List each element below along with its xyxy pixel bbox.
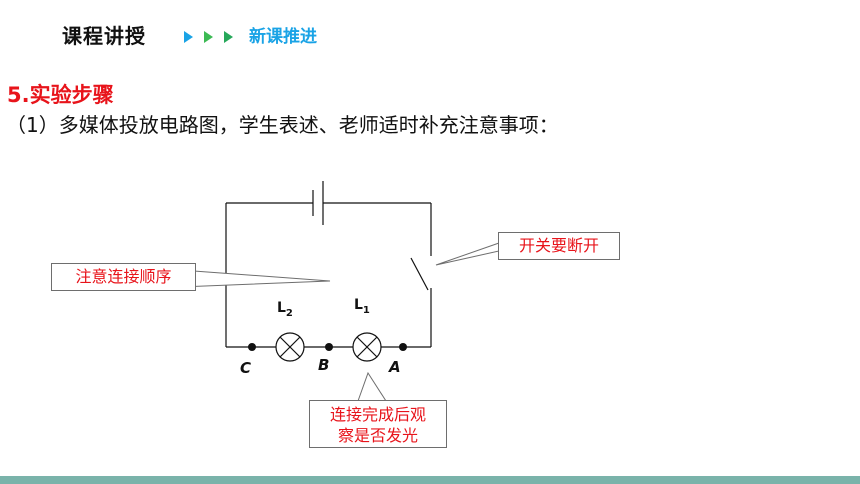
header-title: 课程讲授 xyxy=(62,24,146,48)
callout-switch-open: 开关要断开 xyxy=(498,232,620,260)
callout-pointer-switch xyxy=(435,242,500,266)
footer-bar xyxy=(0,476,860,484)
callout-connect-order: 注意连接顺序 xyxy=(51,263,196,291)
callout-observe-light: 连接完成后观 察是否发光 xyxy=(309,400,447,448)
callout-pointer-order xyxy=(179,269,331,288)
node-a-dot xyxy=(399,343,407,351)
lamp-label-l1: L1 xyxy=(354,297,370,316)
instruction-text: （1）多媒体投放电路图，学生表述、老师适时补充注意事项： xyxy=(6,113,559,137)
triple-arrow-icon xyxy=(184,31,233,43)
node-c-dot xyxy=(248,343,256,351)
node-label-a: A xyxy=(389,358,401,376)
node-b-dot xyxy=(325,343,333,351)
node-label-c: C xyxy=(240,359,252,377)
header-subtitle: 新课推进 xyxy=(249,27,317,47)
section-title: 5.实验步骤 xyxy=(7,83,114,107)
lamp-l1-icon xyxy=(352,332,382,362)
lamp-label-l2: L2 xyxy=(277,300,293,319)
battery-icon xyxy=(312,181,324,225)
node-label-b: B xyxy=(318,356,330,374)
callout-observe-line1: 连接完成后观 xyxy=(329,405,426,424)
lamp-l2-icon xyxy=(275,332,305,362)
callout-pointer-observe xyxy=(357,371,387,402)
callout-observe-line2: 察是否发光 xyxy=(337,426,418,445)
